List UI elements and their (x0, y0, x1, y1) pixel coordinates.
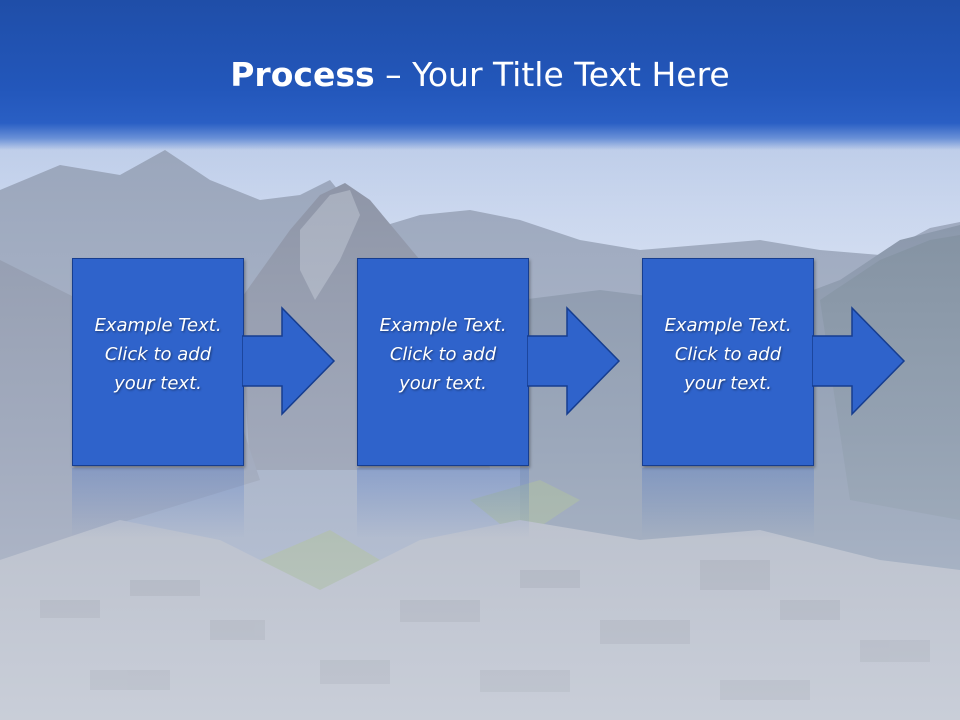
step-text: Example Text. Click to add your text. (643, 311, 813, 398)
step-text-line: Click to add (674, 344, 782, 365)
step-reflection (642, 468, 814, 538)
step-text-line: your text. (114, 373, 202, 394)
step-text-box[interactable]: Example Text. Click to add your text. (72, 258, 244, 466)
right-arrow-icon (242, 306, 336, 416)
step-text-line: your text. (399, 373, 487, 394)
step-text: Example Text. Click to add your text. (358, 311, 528, 398)
step-text-line: Example Text. (664, 315, 792, 336)
step-text-box[interactable]: Example Text. Click to add your text. (642, 258, 814, 466)
step-text-box[interactable]: Example Text. Click to add your text. (357, 258, 529, 466)
right-arrow-icon (812, 306, 906, 416)
right-arrow-icon (527, 306, 621, 416)
step-reflection (72, 468, 244, 538)
step-text-line: Click to add (389, 344, 497, 365)
step-text-line: Click to add (104, 344, 212, 365)
title-band (0, 0, 960, 150)
step-text-line: Example Text. (94, 315, 222, 336)
step-reflection (357, 468, 529, 538)
slide-title[interactable]: Process – Your Title Text Here (0, 52, 960, 98)
step-text-line: Example Text. (379, 315, 507, 336)
title-rest: – Your Title Text Here (374, 55, 730, 94)
step-text: Example Text. Click to add your text. (73, 311, 243, 398)
title-bold: Process (230, 55, 375, 94)
step-text-line: your text. (684, 373, 772, 394)
